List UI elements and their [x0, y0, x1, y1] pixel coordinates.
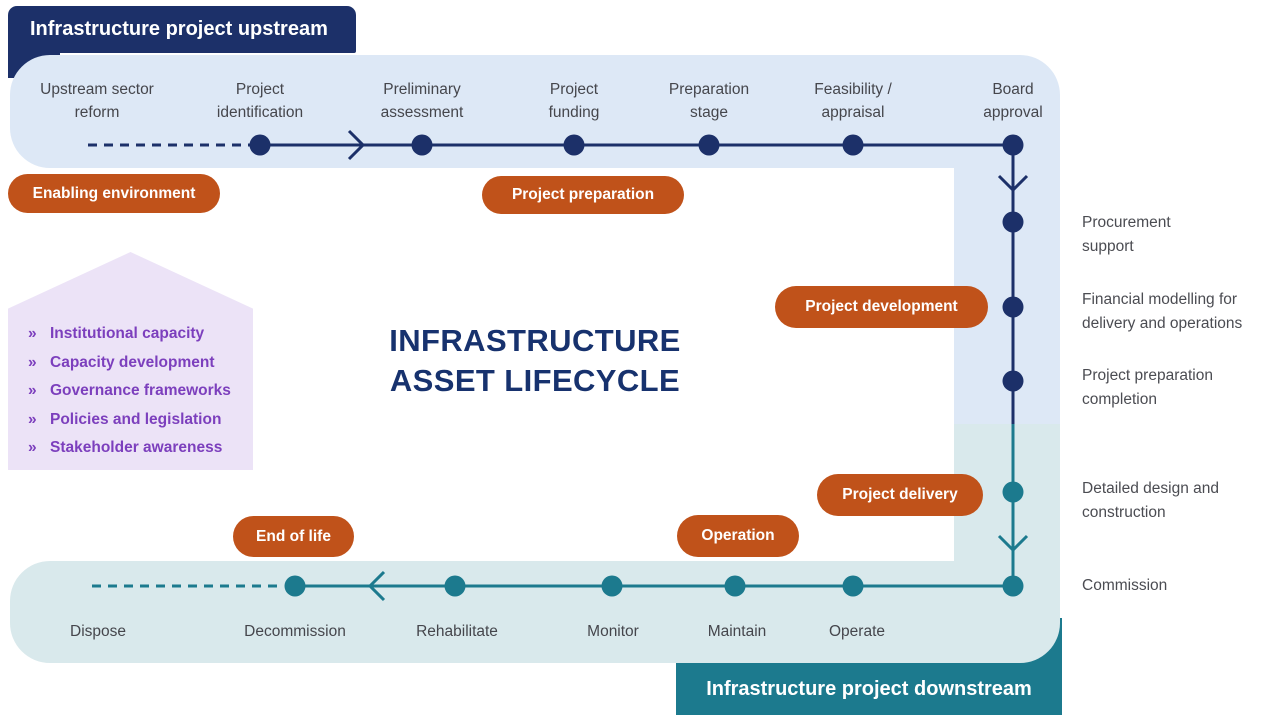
- enabler-item: » Policies and legislation: [28, 406, 243, 435]
- badge-operation: Operation: [677, 515, 799, 557]
- stage-upstream-sector-reform: Upstream sector reform: [40, 81, 154, 121]
- stage-dispose: Dispose: [70, 623, 126, 640]
- badge-enabling-environment: Enabling environment: [8, 174, 220, 213]
- upstream-banner-label: Infrastructure project upstream: [30, 18, 328, 40]
- milestone-financial-modelling: Financial modelling for delivery and ope…: [1082, 291, 1243, 332]
- stage-decommission: Decommission: [244, 623, 346, 640]
- milestone-project-preparation-completion: Project preparation completion: [1082, 367, 1213, 408]
- stage-project-identification: Project identification: [216, 81, 304, 121]
- badge-project-preparation: Project preparation: [482, 176, 684, 214]
- downstream-banner: Infrastructure project downstream: [676, 663, 1062, 715]
- enabler-item: » Institutional capacity: [28, 320, 243, 349]
- upstream-banner: Infrastructure project upstream: [8, 6, 356, 53]
- chevron-bullet-icon: »: [28, 410, 37, 428]
- stage-maintain: Maintain: [707, 623, 767, 640]
- stage-monitor: Monitor: [587, 623, 639, 640]
- milestone-procurement-support: Procurement support: [1082, 214, 1171, 255]
- enabler-item-label: Policies and legislation: [50, 410, 222, 428]
- stage-preparation-stage: Preparation stage: [668, 81, 750, 121]
- stage-feasibility-appraisal: Feasibility / appraisal: [814, 81, 892, 121]
- enabler-item-label: Governance frameworks: [50, 382, 231, 399]
- upstream-band: [10, 55, 1060, 168]
- stage-project-funding: Project funding: [548, 81, 600, 121]
- downstream-band: [10, 561, 1060, 663]
- enabler-item-label: Institutional capacity: [50, 325, 205, 342]
- chevron-bullet-icon: »: [28, 382, 37, 399]
- stage-operate: Operate: [828, 623, 886, 640]
- downstream-banner-label: Infrastructure project downstream: [706, 678, 1032, 700]
- badge-project-delivery: Project delivery: [817, 474, 983, 516]
- stage-rehabilitate: Rehabilitate: [416, 623, 498, 640]
- enabler-item: » Governance frameworks: [28, 377, 243, 406]
- stage-board-approval: Board approval: [983, 81, 1043, 121]
- badge-end-of-life: End of life: [233, 516, 354, 557]
- chevron-bullet-icon: »: [28, 353, 37, 371]
- chevron-bullet-icon: »: [28, 325, 37, 342]
- diagram-title: INFRASTRUCTURE ASSET LIFECYCLE: [389, 323, 681, 398]
- enabler-item: » Capacity development: [28, 349, 243, 378]
- enablers-panel: » Institutional capacity » Capacity deve…: [8, 252, 253, 470]
- stage-preliminary-assessment: Preliminary assessment: [380, 81, 464, 121]
- enabler-item-label: Stakeholder awareness: [50, 439, 223, 456]
- badge-project-development: Project development: [775, 286, 988, 328]
- chevron-bullet-icon: »: [28, 439, 37, 456]
- milestone-commission: Commission: [1082, 577, 1168, 594]
- enabler-item: » Stakeholder awareness: [28, 434, 243, 463]
- milestone-detailed-design-construction: Detailed design and construction: [1082, 480, 1220, 521]
- enabler-item-label: Capacity development: [50, 353, 215, 371]
